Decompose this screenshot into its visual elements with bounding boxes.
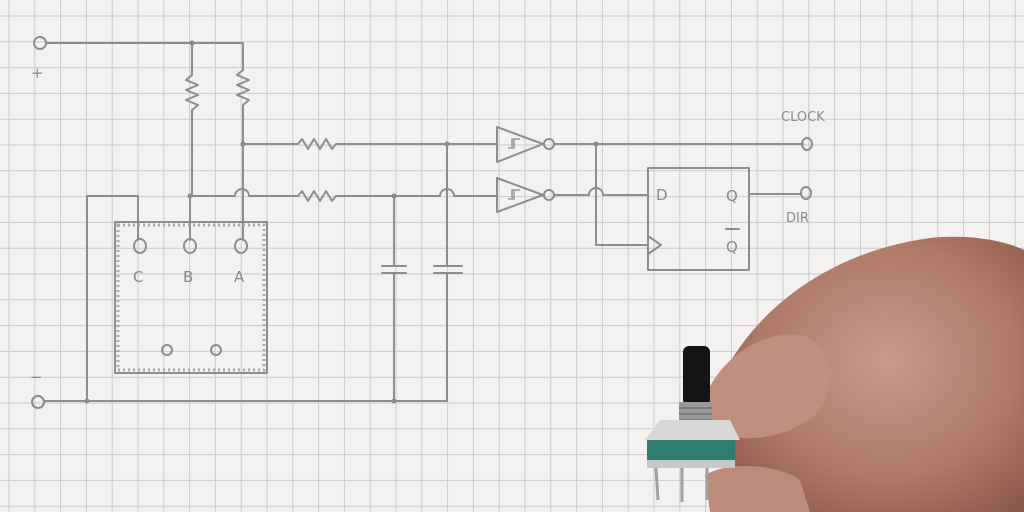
encoder-outline <box>114 221 268 374</box>
encoder-switch-pin <box>210 344 222 356</box>
junction-dot <box>391 398 397 404</box>
clock-terminal <box>801 137 813 151</box>
encoder-pin-c <box>133 238 147 254</box>
positive-terminal <box>33 36 47 50</box>
capacitor-a <box>433 143 463 401</box>
common-wire <box>86 195 139 402</box>
ff-qbar-label: Q <box>726 238 738 256</box>
encoder-pin-b <box>183 238 197 254</box>
positive-label: + <box>31 64 44 82</box>
capacitor-b <box>381 195 407 401</box>
pin-label-c: C <box>133 268 143 286</box>
pin-label-a: A <box>234 268 245 286</box>
ground-rail <box>43 399 448 402</box>
d-flipflop <box>647 167 750 271</box>
dir-terminal <box>800 186 812 200</box>
negative-label: − <box>30 368 43 386</box>
ff-d-label: D <box>656 186 668 204</box>
pullup-resistor-b <box>185 74 199 197</box>
ff-q-label: Q <box>726 187 738 205</box>
hand-holding-encoder <box>705 236 1024 512</box>
negative-terminal <box>31 395 45 409</box>
encoder-hatching <box>116 223 266 372</box>
dir-label: DIR <box>786 211 809 226</box>
rotary-encoder-component <box>645 346 740 502</box>
pullup-resistor-a <box>236 69 250 145</box>
encoder-pin-a <box>234 238 248 254</box>
pin-label-b: B <box>183 268 193 286</box>
data-wire <box>553 187 649 196</box>
clock-to-ff-wire <box>595 143 649 246</box>
clock-label: CLOCK <box>781 110 825 125</box>
series-resistor-a <box>242 138 498 150</box>
series-resistor-b <box>189 188 498 202</box>
clock-input-triangle <box>647 235 662 255</box>
positive-rail <box>45 42 244 71</box>
encoder-switch-pin <box>161 344 173 356</box>
